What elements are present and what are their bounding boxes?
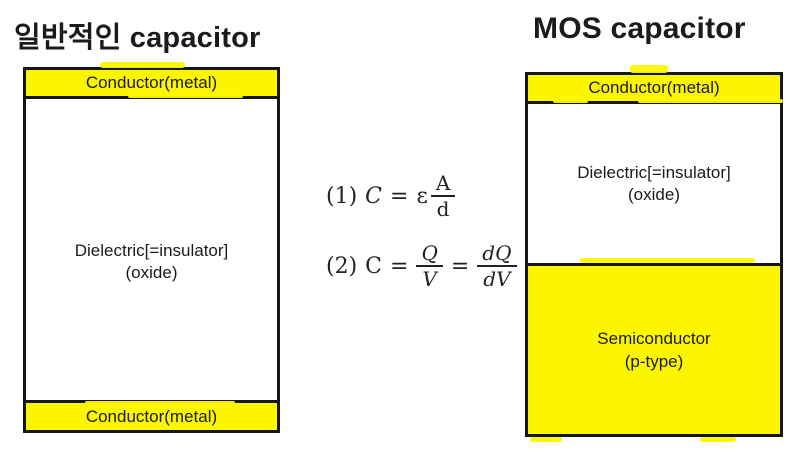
right-semiconductor-line1: Semiconductor <box>597 329 711 348</box>
fraction-denominator: V <box>422 267 437 291</box>
fraction-denominator: dV <box>483 267 511 291</box>
highlighter-smudge <box>128 94 243 98</box>
equals-sign: = <box>450 253 470 279</box>
equals-sign: = <box>390 183 409 209</box>
highlighter-smudge <box>100 62 185 68</box>
right-semiconductor-layer: Semiconductor (p-type) <box>528 266 780 434</box>
highlighter-smudge <box>630 65 668 73</box>
fraction-charge-over-voltage: Q V <box>416 242 443 291</box>
fraction-numerator: dQ <box>477 242 517 267</box>
right-dielectric-layer: Dielectric[=insulator] (oxide) <box>528 104 780 266</box>
highlighter-smudge <box>580 258 755 263</box>
fraction-area-over-distance: A d <box>430 172 456 221</box>
fraction-denominator: d <box>436 197 450 221</box>
general-capacitor-diagram: Conductor(metal) Dielectric[=insulator] … <box>23 67 280 433</box>
right-top-conductor-label: Conductor(metal) <box>588 78 720 97</box>
equation-2-capacitance-symbol: C <box>365 253 383 279</box>
highlighter-smudge <box>530 437 562 442</box>
right-semiconductor-line2: (p-type) <box>624 352 684 371</box>
right-title: MOS capacitor <box>533 12 746 45</box>
equals-sign: = <box>390 253 409 279</box>
equation-1-capacitance-symbol: C <box>365 183 383 209</box>
fraction-numerator: Q <box>416 242 443 267</box>
fraction-dq-over-dv: dQ dV <box>477 242 517 291</box>
left-dielectric-line1: Dielectric[=insulator] <box>74 240 229 260</box>
highlighter-smudge <box>85 401 235 405</box>
left-title: 일반적인 capacitor <box>14 22 261 54</box>
left-bottom-conductor-layer: Conductor(metal) <box>26 400 277 430</box>
mos-capacitor-diagram: Conductor(metal) Dielectric[=insulator] … <box>525 72 783 437</box>
equation-2-index: (2) <box>326 253 358 279</box>
left-bottom-conductor-label: Conductor(metal) <box>85 406 218 426</box>
left-dielectric-label: Dielectric[=insulator] (oxide) <box>75 240 229 284</box>
fraction-numerator: A <box>430 172 456 197</box>
equation-1: (1) C = ε A d <box>326 170 517 222</box>
right-dielectric-line1: Dielectric[=insulator] <box>577 162 731 182</box>
left-dielectric-layer: Dielectric[=insulator] (oxide) <box>26 99 277 400</box>
left-top-conductor-label: Conductor(metal) <box>85 73 218 92</box>
equation-1-index: (1) <box>326 183 358 209</box>
right-dielectric-line2: (oxide) <box>628 184 680 204</box>
highlighter-smudge <box>700 437 736 442</box>
equation-2: (2) C = Q V = dQ dV <box>326 240 517 292</box>
left-dielectric-line2: (oxide) <box>125 262 178 282</box>
highlighter-smudge <box>638 99 783 103</box>
epsilon-symbol: ε <box>416 183 428 209</box>
equations-block: (1) C = ε A d (2) C = Q V = dQ dV <box>326 170 517 292</box>
highlighter-smudge <box>553 99 588 103</box>
